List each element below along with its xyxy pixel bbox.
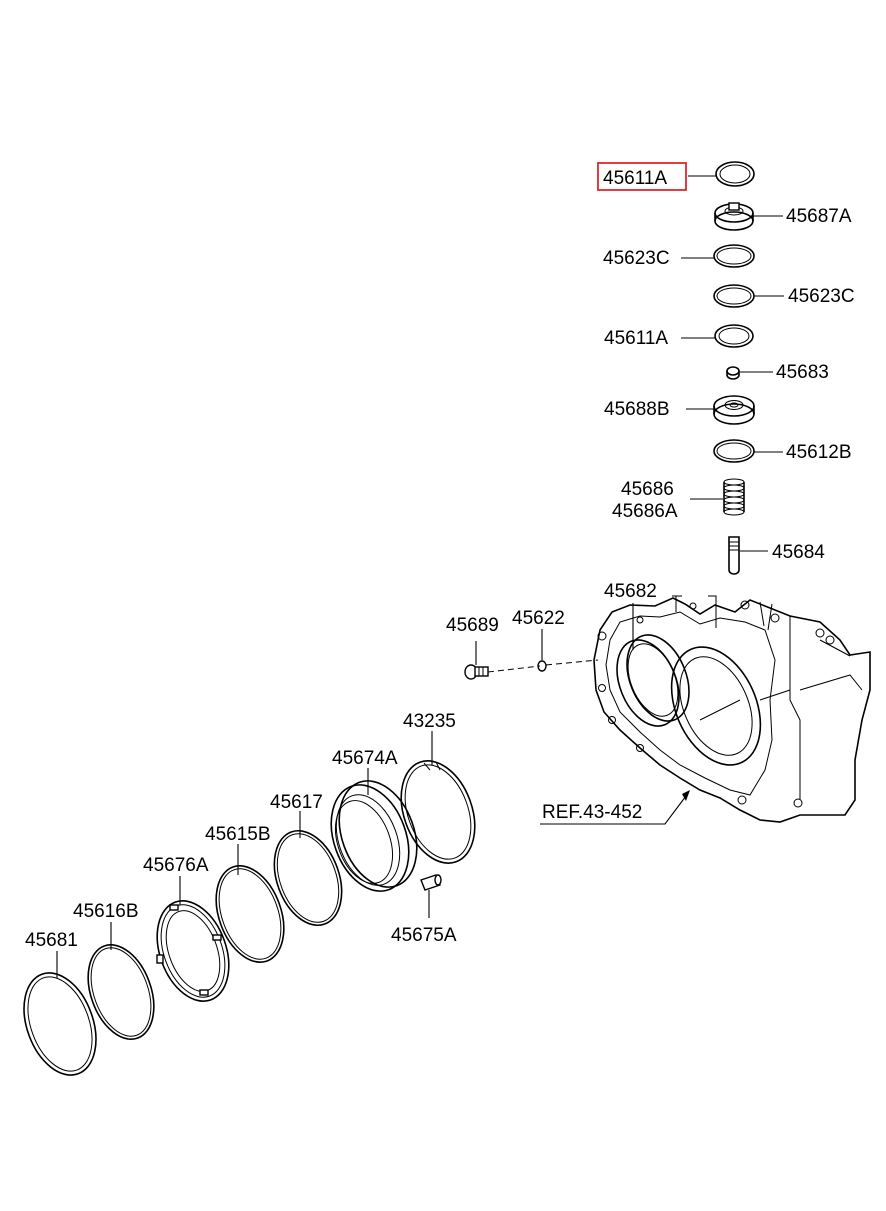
highlight-box bbox=[597, 162, 687, 191]
label-45623C-right[interactable]: 45623C bbox=[788, 286, 855, 307]
label-45688B[interactable]: 45688B bbox=[604, 399, 670, 420]
label-45684[interactable]: 45684 bbox=[772, 542, 825, 563]
part-45617[interactable]: 45617 bbox=[262, 792, 354, 935]
part-45611A[interactable]: 45611A bbox=[604, 324, 754, 349]
part-45676A[interactable]: 45676A bbox=[143, 855, 242, 1011]
label-45681[interactable]: 45681 bbox=[25, 930, 78, 951]
label-45611A[interactable]: 45611A bbox=[604, 328, 668, 349]
part-45675A[interactable]: 45675A bbox=[391, 874, 457, 946]
label-45674A[interactable]: 45674A bbox=[332, 748, 398, 769]
part-45683[interactable]: 45683 bbox=[726, 362, 829, 383]
part-45615B[interactable]: 45615B bbox=[204, 824, 296, 972]
label-45615B[interactable]: 45615B bbox=[205, 824, 271, 845]
part-45674A[interactable]: 45674A bbox=[317, 748, 430, 902]
label-45616B[interactable]: 45616B bbox=[73, 901, 139, 922]
part-45684[interactable]: 45684 bbox=[728, 536, 825, 575]
part-45611A-top[interactable]: 45611A bbox=[597, 161, 755, 191]
part-45616B[interactable]: 45616B bbox=[73, 901, 166, 1048]
part-45687A[interactable]: 45687A bbox=[714, 202, 852, 231]
label-45686A[interactable]: 45686A bbox=[612, 501, 678, 522]
label-45611A-top[interactable]: 45611A bbox=[603, 168, 667, 189]
label-45683[interactable]: 45683 bbox=[776, 362, 829, 383]
part-45688B[interactable]: 45688B bbox=[604, 395, 755, 425]
part-45682[interactable]: 45682 bbox=[604, 581, 701, 735]
label-45612B[interactable]: 45612B bbox=[786, 442, 852, 463]
reference-label[interactable]: REF.43-452 bbox=[540, 790, 690, 825]
label-45623C-left[interactable]: 45623C bbox=[603, 248, 670, 269]
assembly-line bbox=[487, 659, 599, 673]
part-45612B[interactable]: 45612B bbox=[713, 439, 852, 463]
label-43235[interactable]: 43235 bbox=[403, 711, 456, 732]
label-45686[interactable]: 45686 bbox=[621, 479, 674, 500]
label-45675A[interactable]: 45675A bbox=[391, 925, 457, 946]
part-45623C-left[interactable]: 45623C bbox=[603, 244, 755, 269]
transmission-case: 45682 bbox=[593, 581, 871, 823]
part-45622[interactable]: 45622 bbox=[512, 608, 565, 672]
part-45686[interactable]: 45686 45686A bbox=[612, 478, 745, 522]
label-45676A[interactable]: 45676A bbox=[143, 855, 209, 876]
part-45623C-right[interactable]: 45623C bbox=[713, 284, 855, 308]
part-45689[interactable]: 45689 bbox=[446, 615, 499, 680]
label-45617[interactable]: 45617 bbox=[270, 792, 323, 813]
label-45687A[interactable]: 45687A bbox=[786, 206, 852, 227]
svg-text:REF.43-452[interactable]: REF.43-452 bbox=[542, 802, 642, 823]
label-45682[interactable]: 45682 bbox=[604, 581, 657, 602]
label-45622[interactable]: 45622 bbox=[512, 608, 565, 629]
part-43235[interactable]: 43235 bbox=[388, 711, 488, 873]
part-45681[interactable]: 45681 bbox=[11, 930, 109, 1085]
label-45689[interactable]: 45689 bbox=[446, 615, 499, 636]
